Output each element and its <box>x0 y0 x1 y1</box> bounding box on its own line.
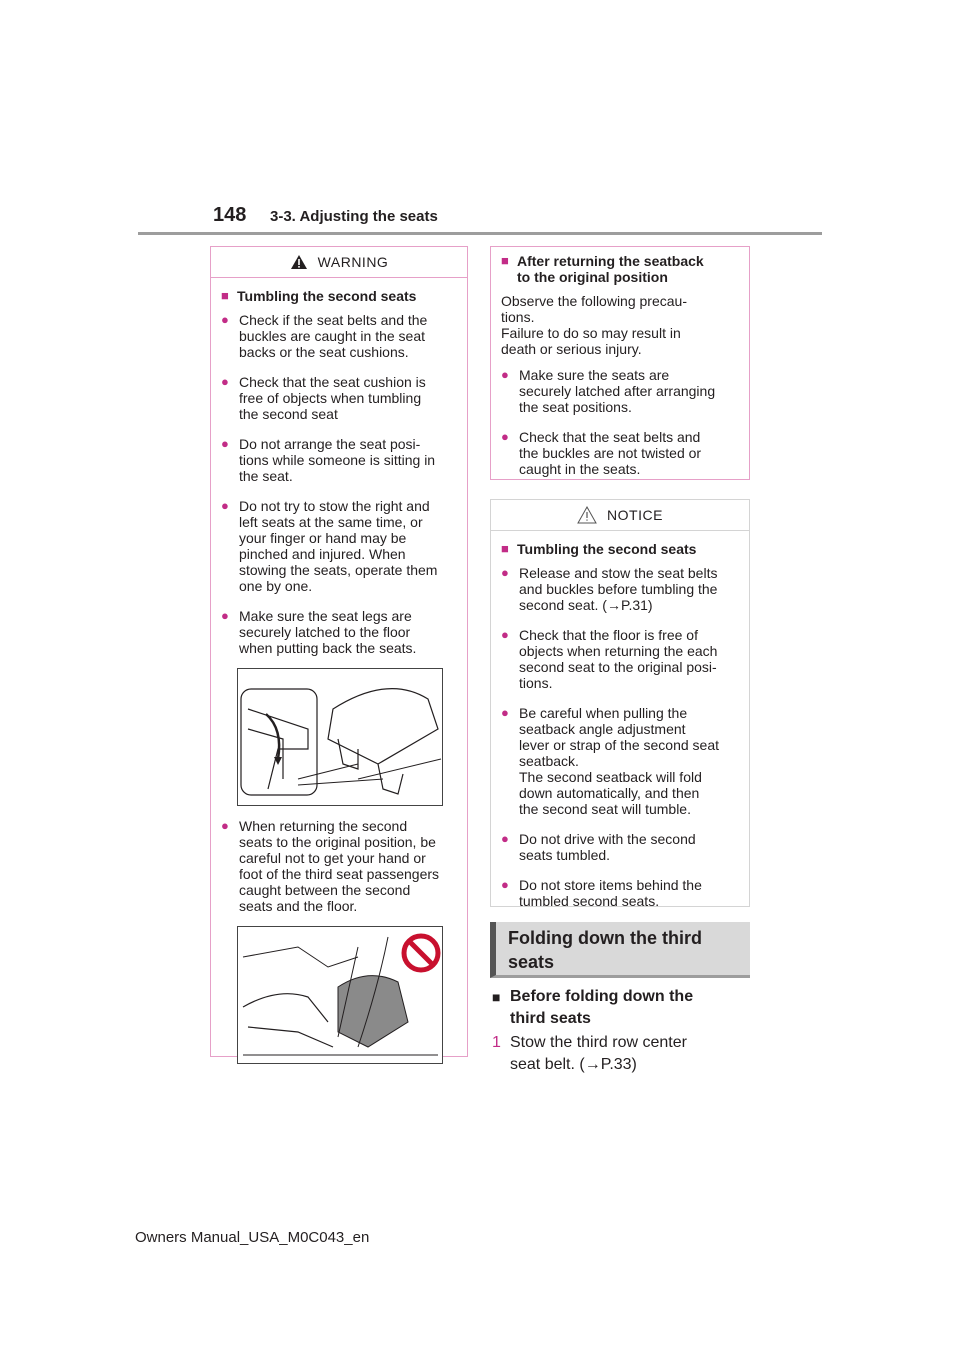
bullet-icon: ● <box>501 705 509 720</box>
notice-box: NOTICE ■ Tumbling the second seats ●Rele… <box>490 499 750 909</box>
bullet-icon: ● <box>501 429 509 444</box>
bullet-icon: ● <box>501 877 509 892</box>
square-bullet-icon: ■ <box>501 541 509 556</box>
list-item: ●Check that the seat belts and the buckl… <box>501 429 702 477</box>
square-bullet-icon: ■ <box>501 253 509 268</box>
page-header: 148 3-3. Adjusting the seats <box>213 204 438 227</box>
step-text: Stow the third row center seat belt. (→P… <box>510 1034 687 1073</box>
bullet-icon: ● <box>221 436 229 451</box>
page-number: 148 <box>213 204 247 226</box>
warning-header: WARNING <box>211 247 467 278</box>
bullet-icon: ● <box>501 831 509 846</box>
list-item: ●Do not store items behind the tumbled s… <box>501 877 702 909</box>
bullet-icon: ● <box>501 565 509 580</box>
list-item: ●Do not arrange the seat posi- tions whi… <box>221 436 436 484</box>
list-item: ●Release and stow the seat belts and buc… <box>501 565 718 613</box>
header-divider <box>138 232 822 235</box>
warning-triangle-icon <box>290 255 307 269</box>
notice-label: NOTICE <box>607 507 663 523</box>
seat-leg-latch-illustration <box>237 668 443 806</box>
bullet-icon: ● <box>221 608 229 623</box>
bullet-icon: ● <box>501 627 509 642</box>
bullet-icon: ● <box>221 498 229 513</box>
list-item: ●Check that the seat cushion is free of … <box>221 374 426 422</box>
page-footer: Owners Manual_USA_M0C043_en <box>135 1229 370 1246</box>
notice-subheading: ■ Tumbling the second seats <box>501 541 697 557</box>
after-returning-intro: Observe the following precau- tions. Fai… <box>501 293 687 357</box>
prohibited-icon <box>401 933 441 973</box>
bullet-icon: ● <box>221 374 229 389</box>
section-title: 3-3. Adjusting the seats <box>270 208 438 225</box>
list-item: ●Check that the floor is free of objects… <box>501 627 718 691</box>
square-bullet-icon: ■ <box>492 989 501 1005</box>
bullet-icon: ● <box>501 367 509 382</box>
list-item: ●Do not drive with the second seats tumb… <box>501 831 696 863</box>
list-item: ●Be careful when pulling the seatback an… <box>501 705 719 817</box>
list-item: ●Do not try to stow the right and left s… <box>221 498 438 594</box>
after-returning-box: ■ After returning the seatback to the or… <box>490 246 750 480</box>
bullet-icon: ● <box>221 818 229 833</box>
prohibited-hand-foot-illustration <box>237 926 443 1064</box>
warning-subheading: ■ Tumbling the second seats <box>221 288 417 304</box>
square-bullet-icon: ■ <box>221 288 229 303</box>
list-item: ●Make sure the seat legs are securely la… <box>221 608 417 656</box>
list-item: ●Make sure the seats are securely latche… <box>501 367 716 415</box>
list-item: ●Check if the seat belts and the buckles… <box>221 312 428 360</box>
folding-section-title: Folding down the third seats <box>490 922 750 978</box>
caution-triangle-icon <box>577 506 597 524</box>
step-item: 1 Stow the third row center seat belt. (… <box>492 1032 752 1076</box>
after-returning-subheading: ■ After returning the seatback to the or… <box>501 253 704 285</box>
list-item: ●When returning the second seats to the … <box>221 818 440 914</box>
warning-box: WARNING ■ Tumbling the second seats ●Che… <box>210 246 468 1064</box>
step-number: 1 <box>492 1034 501 1051</box>
bullet-icon: ● <box>221 312 229 327</box>
notice-header: NOTICE <box>491 500 749 531</box>
before-folding-heading: ■ Before folding down the third seats <box>492 986 752 1030</box>
warning-label: WARNING <box>317 254 389 270</box>
